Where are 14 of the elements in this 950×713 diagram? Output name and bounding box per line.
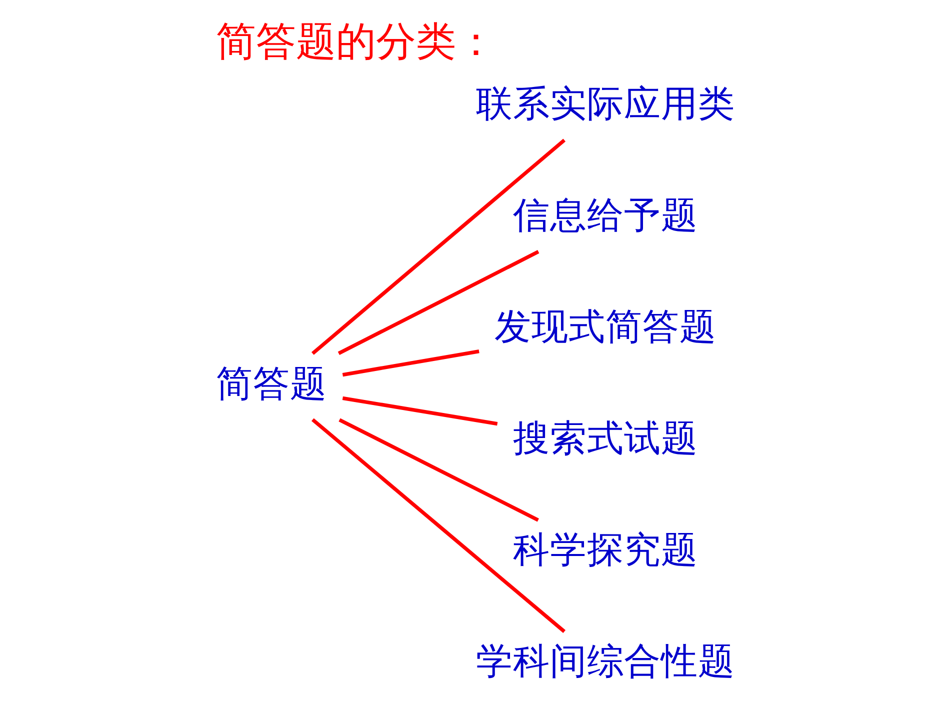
- connector: [342, 350, 479, 377]
- diagram-title: 简答题的分类：: [215, 19, 496, 66]
- node-text: 信息给予题: [512, 194, 698, 237]
- connector: [310, 418, 566, 633]
- node-text: 学科间综合性题: [475, 640, 734, 683]
- node-text: 简答题: [216, 362, 327, 405]
- connector: [338, 418, 538, 522]
- connector: [337, 250, 539, 356]
- connector: [342, 396, 498, 426]
- node-text: 发现式简答题: [494, 305, 716, 348]
- connector: [310, 138, 566, 355]
- node-text: 联系实际应用类: [475, 82, 734, 126]
- node-text: 搜索式试题: [512, 416, 698, 460]
- node-text: 科学探究题: [512, 528, 698, 572]
